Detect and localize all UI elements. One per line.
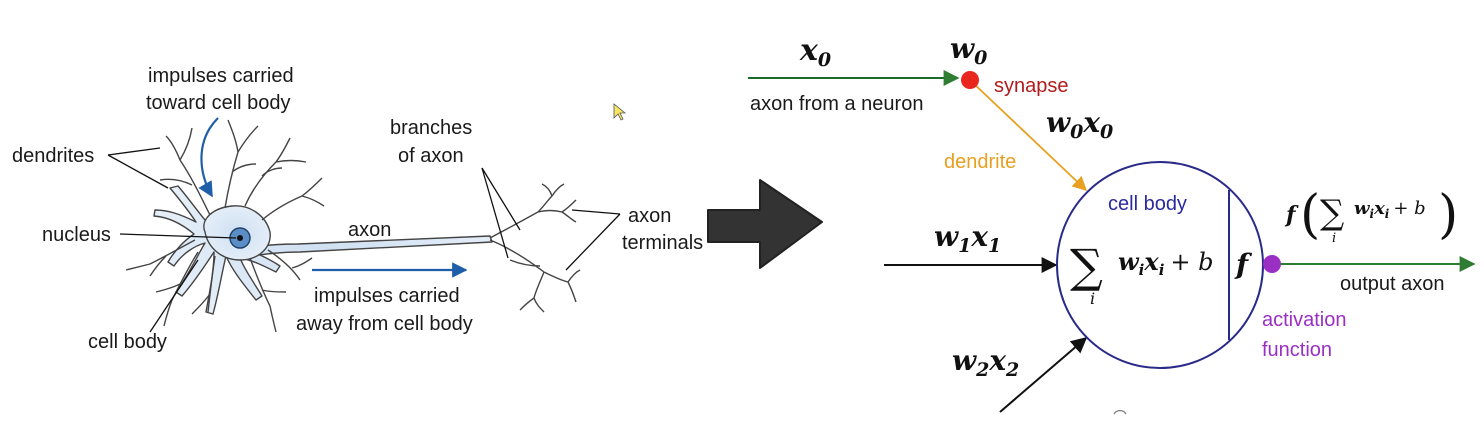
branches-label-line1: branches (390, 117, 472, 139)
terminals-label-line2: terminals (622, 232, 703, 254)
output-formula: f ( ∑ i wixi+ b ) (1284, 185, 1458, 246)
w0-label: w0 (950, 32, 987, 69)
x0-label: x0 (799, 33, 831, 71)
cell-body-label-artificial: cell body (1108, 193, 1187, 215)
biological-neuron: impulses carried toward cell body dendri… (12, 65, 703, 353)
output-formula-paren-close: ) (1438, 185, 1458, 245)
output-formula-sum: ∑ (1320, 193, 1344, 233)
terminals-label-line1: axon (628, 205, 671, 227)
impulses-away-label-line2: away from cell body (296, 313, 473, 335)
branches-label-line2: of axon (398, 145, 464, 167)
impulses-toward-label-line2: toward cell body (146, 92, 291, 114)
output-formula-body: wixi+ b (1354, 198, 1426, 221)
impulse-toward-arrow (201, 118, 218, 196)
small-arc-icon (1114, 411, 1126, 414)
output-formula-paren-open: ( (1300, 185, 1320, 245)
synapse-label: synapse (994, 75, 1069, 97)
w0x0-label: w0x0 (1046, 106, 1113, 143)
impulses-toward-label-line1: impulses carried (148, 65, 294, 87)
output-formula-index: i (1332, 231, 1336, 246)
axon-from-neuron-label: axon from a neuron (750, 93, 923, 115)
synapse-dot (961, 71, 979, 89)
axon-label: axon (348, 219, 391, 241)
sum-symbol: ∑ (1070, 239, 1103, 293)
nucleolus-dot (237, 235, 243, 241)
nucleus-label: nucleus (42, 224, 111, 246)
transition-arrow-icon (708, 180, 822, 268)
dendrites-label: dendrites (12, 145, 94, 167)
dendrite-label: dendrite (944, 151, 1016, 173)
activation-function-label-line2: function (1262, 339, 1332, 361)
cell-body-label: cell body (88, 331, 167, 353)
activation-dot (1263, 255, 1281, 273)
artificial-neuron: x0 w0 synapse axon from a neuron w0x0 de… (748, 32, 1474, 414)
activation-function-label-line1: activation (1262, 309, 1347, 331)
w1x1-label: w1x1 (934, 220, 1001, 257)
w2x2-label: w2x2 (952, 344, 1019, 381)
sum-index: i (1090, 289, 1095, 308)
mouse-cursor-icon (614, 104, 625, 120)
impulses-away-label-line1: impulses carried (314, 285, 460, 307)
output-formula-f: f (1284, 202, 1299, 228)
output-axon-label: output axon (1340, 273, 1445, 295)
